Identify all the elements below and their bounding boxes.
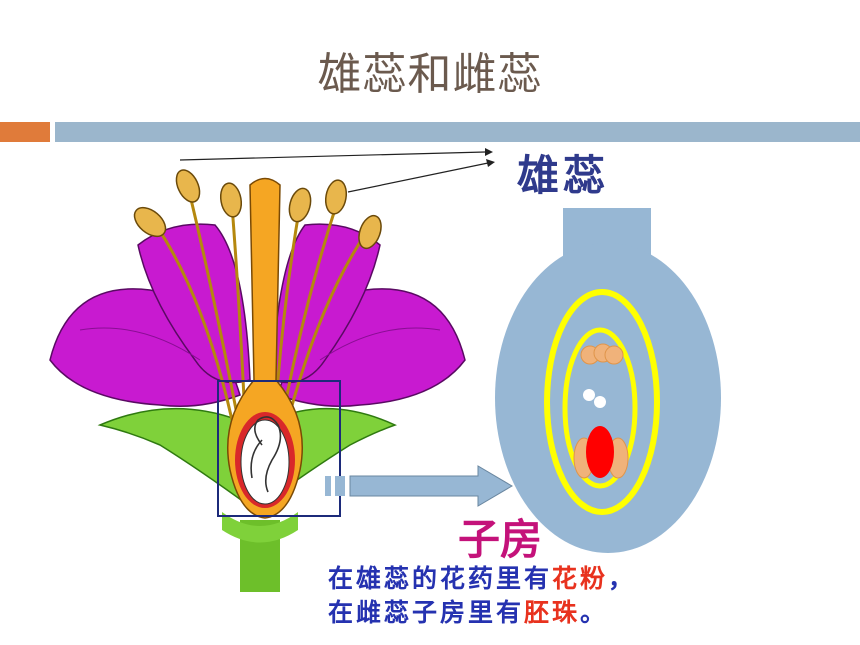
accent-bar-blue — [55, 122, 860, 142]
anthers — [133, 169, 382, 250]
enlarged-ovary — [495, 208, 721, 553]
caption-line-2-suffix: 。 — [580, 598, 609, 627]
ovary-label: 子房 — [458, 515, 543, 564]
caption-line-1: 在雄蕊的花药里有花粉， — [328, 562, 636, 596]
ovule-top-cells — [580, 343, 624, 365]
caption-line-2-prefix: 在雌蕊子房里有 — [328, 598, 525, 627]
stamen-pointer-lines — [179, 148, 495, 193]
ovary-highlight-box — [217, 380, 341, 517]
zoom-arrow — [325, 465, 513, 507]
caption-highlight-pollen: 花粉 — [552, 564, 609, 593]
flower-stem — [222, 512, 298, 592]
caption-highlight-ovule: 胚珠 — [524, 598, 581, 627]
caption-line-1-prefix: 在雄蕊的花药里有 — [328, 564, 553, 593]
pistil — [227, 177, 303, 519]
caption-line-2: 在雌蕊子房里有胚珠。 — [328, 596, 636, 630]
accent-bar-orange — [0, 122, 50, 142]
caption: 在雄蕊的花药里有花粉， 在雌蕊子房里有胚珠。 — [328, 562, 636, 630]
caption-line-1-suffix: ， — [608, 564, 637, 593]
page-title: 雄蕊和雌蕊 — [317, 49, 543, 100]
stamen-label: 雄蕊 — [517, 151, 610, 200]
egg-cell — [586, 426, 614, 478]
